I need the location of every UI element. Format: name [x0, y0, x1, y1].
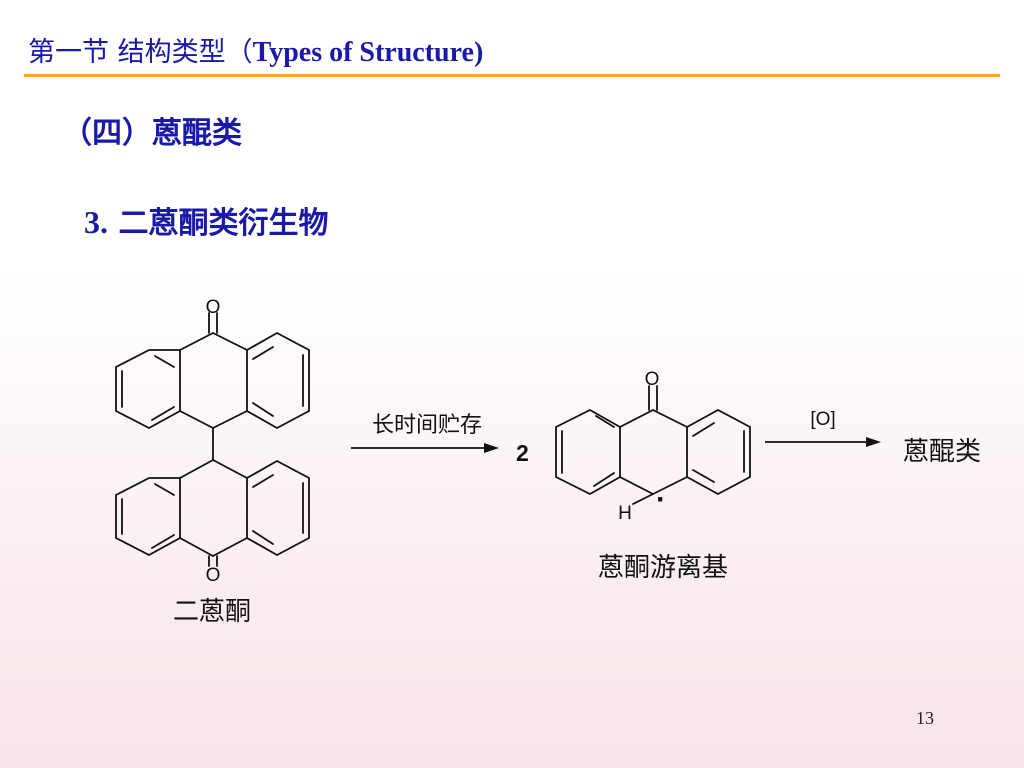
header-title-cn: 第一节 结构类型（	[28, 37, 253, 68]
product-label: 蒽醌类	[903, 437, 981, 467]
subsection-text: 二蒽酮类衍生物	[118, 206, 329, 241]
slide-header-title: 第一节 结构类型（Types of Structure)	[28, 30, 483, 69]
dianthrone-oxygen-bottom: O	[206, 565, 221, 586]
dianthrone-upper-unit	[115, 312, 310, 461]
header-title-en: Types of Structure)	[252, 37, 484, 68]
dianthrone-oxygen-top: O	[206, 297, 221, 318]
reaction-arrow-2	[765, 437, 881, 447]
oxidation-condition-label: [O]	[810, 409, 835, 430]
subsection-title: 3. 二蒽酮类衍生物	[84, 198, 328, 242]
stoichiometric-coefficient: 2	[516, 440, 529, 466]
reaction-arrow-1	[351, 443, 499, 453]
radical-oxygen: O	[645, 369, 660, 390]
anthrone-radical-structure	[555, 385, 751, 505]
radical-hydrogen: H	[618, 503, 632, 524]
radical-dot: ·	[656, 483, 666, 516]
section-title: （四）蒽醌类	[62, 116, 242, 151]
page-number: 13	[916, 708, 934, 728]
subsection-number: 3.	[84, 204, 108, 240]
dianthrone-lower-unit	[115, 459, 310, 567]
anthrone-radical-label: 蒽酮游离基	[598, 553, 728, 583]
storage-condition-label: 长时间贮存	[372, 413, 482, 438]
header-divider	[24, 74, 1000, 77]
dianthrone-label: 二蒽酮	[173, 597, 251, 627]
